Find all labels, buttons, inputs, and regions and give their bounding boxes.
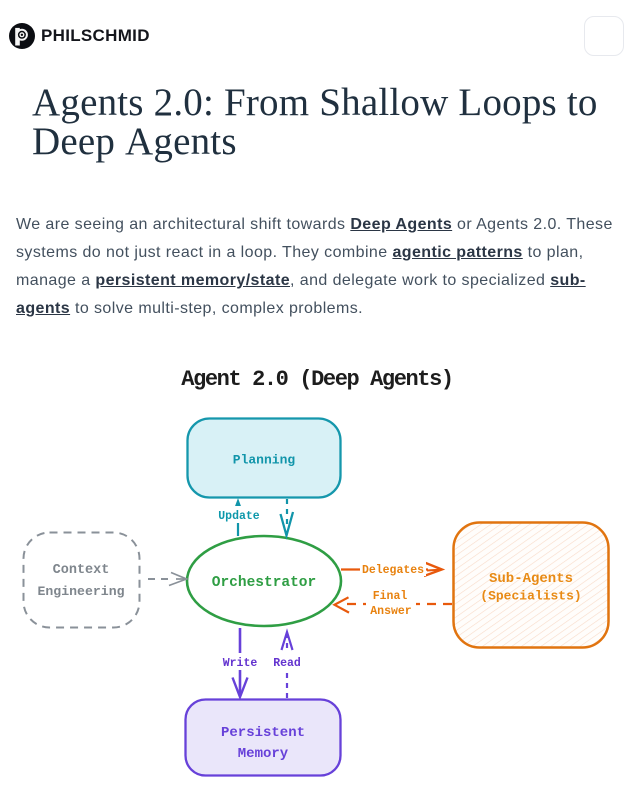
svg-text:Planning: Planning (233, 453, 296, 468)
svg-text:(Specialists): (Specialists) (480, 589, 581, 604)
svg-text:Engineering: Engineering (37, 584, 124, 599)
svg-text:Orchestrator: Orchestrator (212, 575, 316, 591)
svg-text:Update: Update (218, 510, 260, 523)
svg-text:Read: Read (273, 657, 301, 670)
svg-text:Write: Write (223, 657, 258, 670)
svg-text:Answer: Answer (370, 605, 412, 618)
svg-text:Context: Context (53, 563, 110, 578)
svg-text:Memory: Memory (238, 746, 289, 762)
svg-text:Persistent: Persistent (221, 725, 305, 741)
svg-text:Agent 2.0 (Deep Agents): Agent 2.0 (Deep Agents) (181, 367, 452, 392)
svg-text:Final: Final (373, 590, 408, 603)
svg-text:Delegates: Delegates (362, 564, 424, 577)
svg-text:Sub-Agents: Sub-Agents (489, 571, 573, 587)
